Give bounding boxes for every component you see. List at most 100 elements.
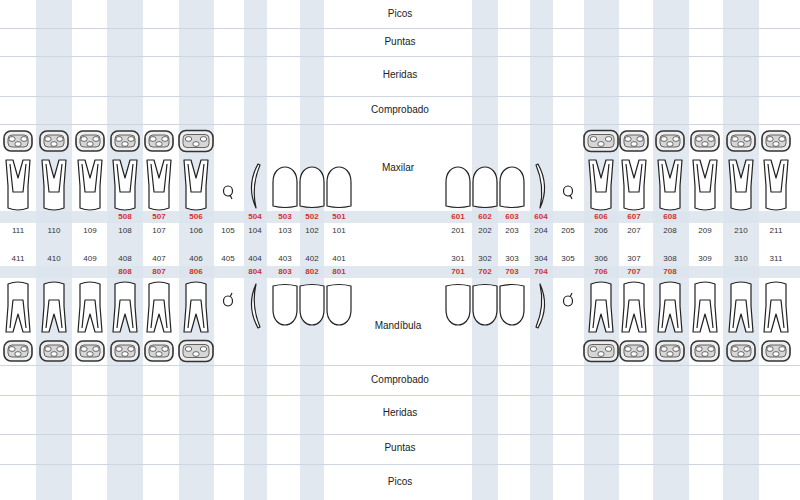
occlusal-cusp (738, 352, 744, 357)
occlusal-cusp (696, 137, 702, 142)
occlusal-surface (731, 135, 751, 147)
tooth-number: 307 (627, 255, 640, 263)
row-label: Comprobado (371, 375, 429, 385)
occlusal-cusp (673, 137, 679, 142)
occlusal-outline (40, 131, 68, 151)
tooth-profile (300, 167, 324, 208)
tooth-profile (184, 282, 208, 332)
occlusal-cusp (767, 137, 773, 142)
occlusal-cusp (773, 352, 779, 357)
tooth-outline (42, 160, 66, 210)
tooth-outline (224, 293, 233, 306)
occlusal-outline (40, 341, 68, 361)
occlusal-outline (727, 341, 755, 361)
occlusal-outline (691, 131, 719, 151)
occlusal-cusp (598, 352, 604, 357)
site-number: 508 (118, 213, 131, 221)
occlusal-view (691, 341, 719, 361)
column-stripe (723, 0, 759, 500)
occlusal-view (145, 131, 173, 151)
occlusal-surface (183, 135, 209, 148)
tooth-profile (300, 285, 324, 326)
occlusal-cusp (732, 137, 738, 142)
occlusal-view (179, 341, 213, 362)
site-number: 706 (594, 268, 607, 276)
tooth-outline (46, 300, 62, 328)
occlusal-view (620, 341, 648, 361)
column-stripe (653, 0, 689, 500)
occlusal-cusp (150, 347, 156, 352)
occlusal-view (762, 131, 790, 151)
row-line (0, 434, 800, 435)
occlusal-cusp (128, 347, 134, 352)
occlusal-outline (111, 341, 139, 361)
tooth-outline (446, 167, 470, 208)
occlusal-view (584, 131, 618, 152)
tooth-outline (446, 285, 470, 326)
tooth-outline (536, 284, 545, 328)
tooth-number: 411 (12, 255, 25, 263)
tooth-profile (184, 160, 208, 210)
site-number: 606 (594, 213, 607, 221)
tooth-profile (327, 167, 351, 208)
occlusal-cusp (21, 137, 27, 142)
occlusal-cusp (193, 142, 199, 147)
tooth-number: 105 (221, 227, 234, 235)
occlusal-cusp (45, 137, 51, 142)
tooth-outline (78, 160, 102, 210)
tooth-number: 207 (627, 227, 640, 235)
tooth-profile (78, 160, 102, 210)
occlusal-cusp (185, 137, 191, 142)
tooth-outline (46, 164, 62, 192)
row-line (0, 96, 800, 97)
column-stripes (36, 0, 759, 500)
tooth-profile (147, 282, 171, 332)
row-label: Picos (388, 9, 412, 19)
occlusal-surface (115, 135, 135, 147)
tooth-number: 109 (83, 227, 96, 235)
number-band (0, 266, 800, 278)
site-number: 503 (278, 213, 291, 221)
tooth-outline (662, 300, 678, 328)
tooth-outline (768, 300, 784, 328)
tooth-number: 407 (152, 255, 165, 263)
site-number: 602 (478, 213, 491, 221)
occlusal-cusp (200, 347, 206, 352)
occlusal-surface (8, 345, 28, 357)
occlusal-outline (584, 341, 618, 362)
tooth-profile (224, 293, 233, 306)
occlusal-view (727, 341, 755, 361)
column-stripe (107, 0, 143, 500)
tooth-outline (622, 282, 646, 332)
tooth-outline (589, 160, 613, 210)
column-stripe (472, 0, 498, 500)
tooth-profile (658, 160, 682, 210)
occlusal-outline (656, 341, 684, 361)
tooth-outline (147, 282, 171, 332)
occlusal-outline (584, 131, 618, 152)
site-number: 802 (305, 268, 318, 276)
occlusal-outline (76, 131, 104, 151)
occlusal-cusp (81, 137, 87, 142)
occlusal-cusp (625, 347, 631, 352)
tooth-outline (251, 164, 260, 208)
row-label: Puntas (384, 37, 415, 47)
occlusal-surface (8, 135, 28, 147)
row-lines (0, 29, 800, 465)
row-line (0, 365, 800, 366)
occlusal-surface (695, 345, 715, 357)
occlusal-cusp (122, 142, 128, 147)
tooth-profile (113, 282, 137, 332)
occlusal-surface (624, 345, 644, 357)
occlusal-view (620, 131, 648, 151)
site-number: 803 (278, 268, 291, 276)
tooth-outline (658, 160, 682, 210)
tooth-outline (589, 282, 613, 332)
tooth-outline (184, 160, 208, 210)
occlusal-surface (588, 135, 614, 148)
tooth-number: 302 (478, 255, 491, 263)
occlusal-cusp (15, 352, 21, 357)
tooth-number: 202 (478, 227, 491, 235)
tooth-profile (729, 160, 753, 210)
site-number: 801 (332, 268, 345, 276)
